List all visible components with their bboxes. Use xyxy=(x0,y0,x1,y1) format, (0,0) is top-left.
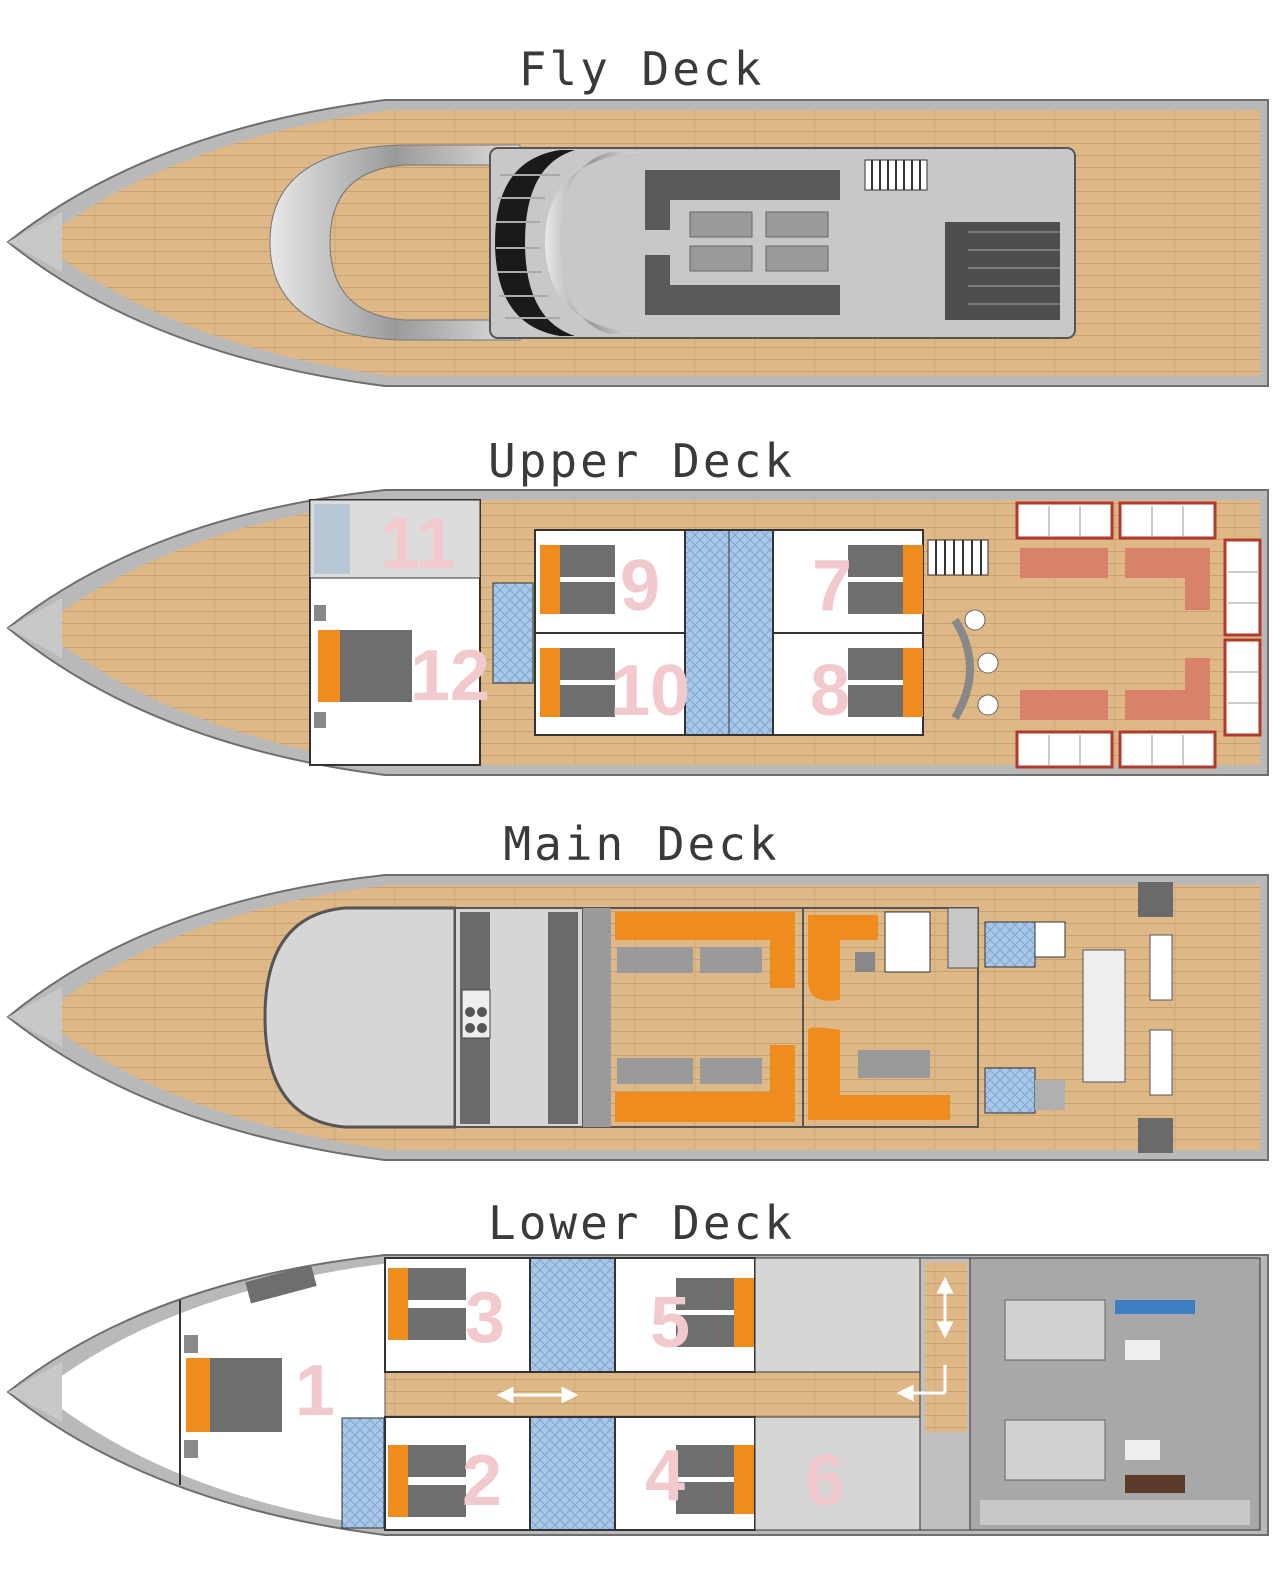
fly-sofa xyxy=(645,170,840,230)
fly-sundeck-block xyxy=(489,147,1076,339)
cabin-label-5: 5 xyxy=(650,1283,690,1363)
upper-deck-title: Upper Deck xyxy=(488,434,795,488)
cabin-label-10: 10 xyxy=(610,651,690,731)
fly-wheelhouse-glass xyxy=(495,150,575,336)
corridor-arrow-icon xyxy=(496,1276,954,1404)
upper-lounge-sofa xyxy=(1020,548,1108,578)
fly-deck-title: Fly Deck xyxy=(518,42,765,96)
cabin-label-12: 12 xyxy=(410,636,490,716)
main-deck xyxy=(6,874,1269,1161)
fly-deck xyxy=(6,99,1269,387)
cabin-label-2: 2 xyxy=(462,1441,502,1521)
cabin-label-11: 11 xyxy=(380,504,456,584)
cabin-label-6: 6 xyxy=(805,1441,845,1521)
upper-deck: 11 9 7 12 10 8 xyxy=(6,489,1269,776)
main-dive-tanks xyxy=(1082,949,1126,1083)
upper-stairs xyxy=(927,539,989,576)
fly-sunbeds xyxy=(945,222,1060,320)
cabin-label-3: 3 xyxy=(465,1278,505,1358)
main-dining-bench-top xyxy=(615,912,795,988)
cabin-label-4: 4 xyxy=(645,1436,685,1516)
fly-windscreen xyxy=(269,144,521,341)
main-deck-title: Main Deck xyxy=(503,817,780,871)
cabin-label-9: 9 xyxy=(620,546,660,626)
lower-corridor xyxy=(384,1371,921,1418)
lower-deck-title: Lower Deck xyxy=(488,1196,795,1250)
main-bow-salon xyxy=(263,906,457,1129)
main-dining-area xyxy=(582,907,804,1128)
fly-deck-bow-tip xyxy=(8,212,62,272)
lower-deck: 3 5 1 2 4 6 xyxy=(6,1254,1269,1536)
engine-room xyxy=(969,1257,1261,1531)
cabin-label-1: 1 xyxy=(295,1351,335,1431)
cabin-label-7: 7 xyxy=(812,546,852,626)
main-dining-bench-bottom xyxy=(615,1045,795,1122)
main-bar-counter xyxy=(808,915,878,1001)
cabin-label-8: 8 xyxy=(810,651,850,731)
